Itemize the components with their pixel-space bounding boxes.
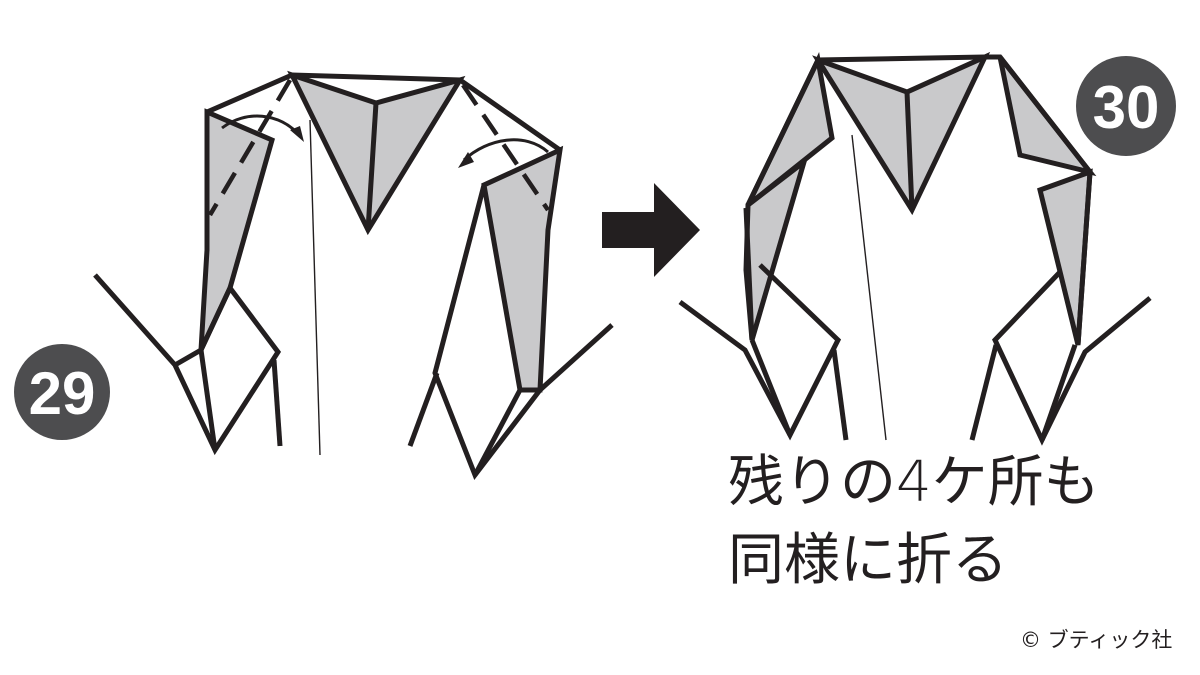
step-30-figure: [678, 51, 1152, 446]
step-29-right-flap: [481, 145, 564, 393]
step-29-figure: [93, 70, 614, 481]
step-30-collar: [812, 51, 991, 216]
instruction-line-2: 同様に折る: [728, 528, 1008, 593]
step-30-badge: 30: [1076, 56, 1176, 156]
instruction-line-1: 残りの4ケ所も: [728, 450, 1100, 515]
step-29-number: 29: [29, 360, 96, 427]
step-30-number: 30: [1093, 74, 1160, 141]
step-29-left-flap: [198, 108, 276, 352]
step-29-badge: 29: [14, 344, 110, 440]
fold-arrow-right: [462, 138, 549, 162]
copyright-notice: © ブティック社: [1020, 628, 1173, 652]
step-29-collar: [287, 70, 466, 236]
fold-arrow-right-head: [458, 152, 474, 168]
instruction-text: 残りの4ケ所も 同様に折る: [728, 444, 1100, 600]
fold-arrow-left-head: [290, 126, 304, 142]
next-step-arrow: [602, 183, 700, 277]
